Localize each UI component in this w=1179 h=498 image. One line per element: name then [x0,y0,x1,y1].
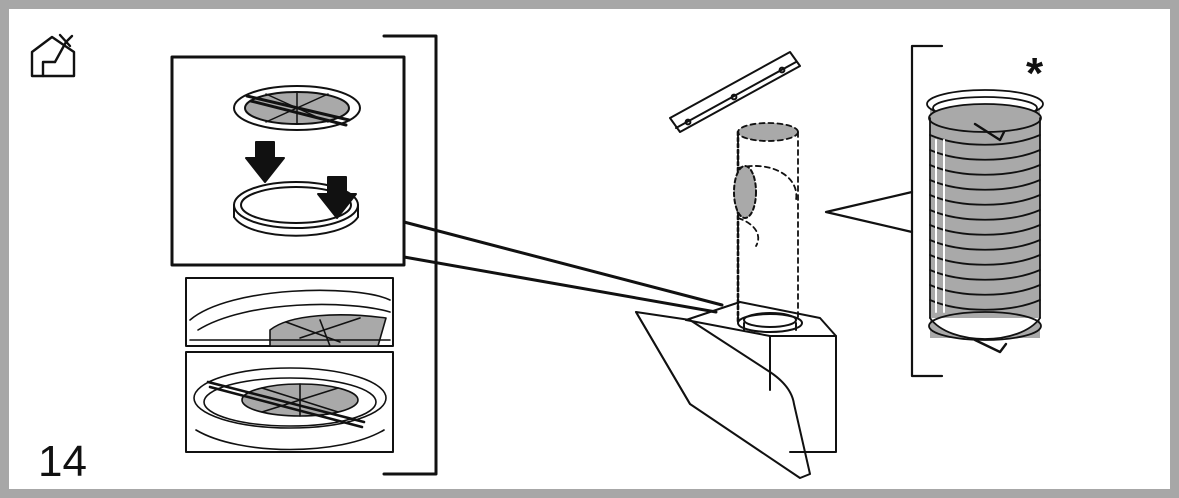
filter-inserted-illustration [193,367,387,451]
duct-opening-side [733,165,757,219]
filter-ring-illustration [233,85,361,237]
detail-box-filter-inserted [185,351,394,453]
flexible-duct-hose [926,89,1044,354]
cooker-hood [635,301,837,479]
mounting-bracket [669,51,801,133]
left-bracket [382,34,438,476]
leader-lines-left [402,220,724,314]
detail-box-filter-insert [170,55,406,267]
optional-accessory-asterisk: * [1026,49,1044,98]
filter-partial-illustration [189,289,391,347]
right-pointer [824,190,914,234]
step-number: 14 [38,437,87,486]
right-bracket [910,44,944,378]
house-tools-icon [30,33,76,78]
duct-cylinder-dashed [737,122,799,321]
